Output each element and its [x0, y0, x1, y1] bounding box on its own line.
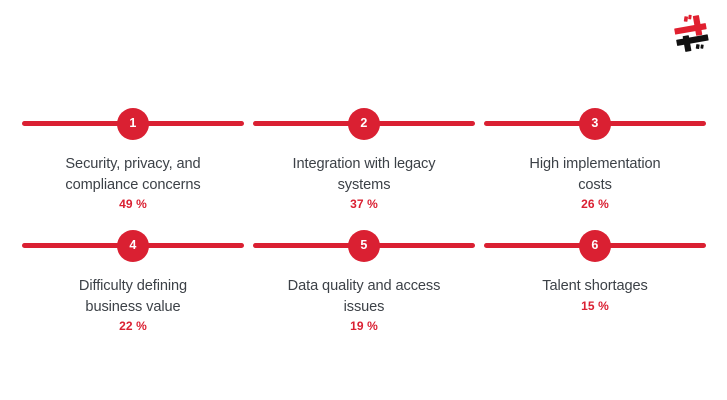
step-number-badge: 2 — [348, 107, 380, 140]
item-percent: 49 % — [119, 197, 147, 212]
step-number-badge: 6 — [579, 229, 611, 262]
item-label-line-1: Security, privacy, and — [65, 156, 201, 172]
node-connector: 2 — [253, 107, 475, 140]
item-label-line-2: costs — [578, 176, 612, 193]
list-item[interactable]: 3 High implementation costs 26 % — [484, 107, 706, 211]
item-label-line-2: compliance concerns — [65, 176, 201, 193]
item-label: Security, privacy, and compliance concer… — [33, 154, 233, 195]
item-label-line-2: business value — [85, 298, 181, 315]
step-number-badge: 1 — [117, 107, 149, 140]
item-label-line-2: issues — [343, 298, 385, 315]
step-number-badge: 3 — [579, 107, 611, 140]
item-label: Talent shortages — [495, 276, 695, 297]
node-connector: 4 — [22, 229, 244, 262]
list-item[interactable]: 6 Talent shortages 15 % — [484, 229, 706, 313]
item-label: Data quality and access issues — [264, 276, 464, 317]
list-item[interactable]: 1 Security, privacy, and compliance conc… — [22, 107, 244, 211]
item-percent: 19 % — [350, 319, 378, 334]
step-number-badge: 4 — [117, 229, 149, 262]
item-label-line-1: Talent shortages — [542, 278, 648, 294]
item-label-line-1: High implementation — [529, 156, 661, 172]
node-connector: 1 — [22, 107, 244, 140]
item-percent: 26 % — [581, 197, 609, 212]
item-percent: 22 % — [119, 319, 147, 334]
item-label-line-2: systems — [337, 176, 391, 193]
node-connector: 3 — [484, 107, 706, 140]
item-label: Integration with legacy systems — [264, 154, 464, 195]
list-item[interactable]: 5 Data quality and access issues 19 % — [253, 229, 475, 333]
list-item[interactable]: 4 Difficulty defining business value 22 … — [22, 229, 244, 333]
item-label: Difficulty defining business value — [33, 276, 233, 317]
item-label-line-1: Data quality and access — [287, 278, 441, 294]
item-percent: 15 % — [581, 298, 609, 313]
node-connector: 5 — [253, 229, 475, 262]
node-connector: 6 — [484, 229, 706, 262]
step-number-badge: 5 — [348, 229, 380, 262]
item-label-line-1: Integration with legacy — [292, 156, 436, 172]
item-label: High implementation costs — [495, 154, 695, 195]
item-label-line-1: Difficulty defining — [78, 278, 188, 294]
infographic-row-2: 4 Difficulty defining business value 22 … — [0, 229, 727, 333]
item-percent: 37 % — [350, 197, 378, 212]
company-logo — [668, 8, 716, 56]
infographic-row-1: 1 Security, privacy, and compliance conc… — [0, 107, 727, 211]
list-item[interactable]: 2 Integration with legacy systems 37 % — [253, 107, 475, 211]
